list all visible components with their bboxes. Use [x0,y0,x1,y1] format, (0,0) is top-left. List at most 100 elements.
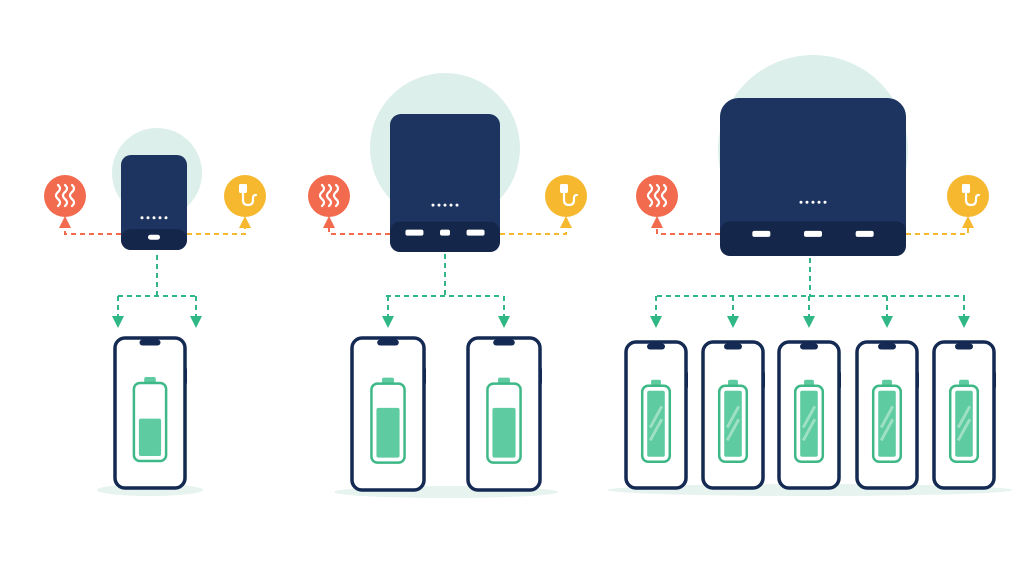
charge-indicator-dot [146,216,150,220]
charge-indicator-dot [140,216,144,220]
usb-port-1 [752,230,771,237]
usb-cable-plug-icon [947,175,989,217]
phone-notch [647,343,665,350]
usb-port-1 [405,229,424,236]
smartphone [350,336,426,492]
charging-input-line [187,216,251,235]
smartphone [113,336,187,490]
plug-head [239,184,247,193]
charge-indicator-dot [158,216,162,220]
charging-input-line [500,216,572,235]
heat-wave-1 [318,183,326,208]
battery-shine [956,405,972,442]
battery-fill [376,407,400,458]
battery-level-icon [948,379,980,463]
battery-fill [955,390,973,457]
plug-head [962,184,970,193]
phone-notch [724,343,742,350]
usb-port-2 [804,230,822,237]
smartphone [855,340,919,490]
usb-cable-plug-icon [224,175,266,217]
power-bank-body [720,98,906,256]
battery-fill [647,390,665,457]
battery-fill [800,390,818,457]
battery-shine [801,405,817,442]
charge-indicator-dot [455,203,459,207]
plug-head [560,184,568,193]
heat-waves-icon [308,175,350,217]
battery-fill [878,390,896,457]
charge-indicator-dot [805,200,809,204]
scenario-medium [308,73,587,498]
charge-indicator-dot [449,203,453,207]
heat-wave-2 [325,183,333,208]
plug-circle [545,175,587,217]
battery-level-icon [486,377,522,464]
battery-fill [492,407,516,458]
heat-wave-1 [54,183,62,208]
plug-circle [947,175,989,217]
heat-wave-3 [332,183,340,208]
charge-indicator-dot [164,216,168,220]
heat-circle [44,175,86,217]
usb-port-3 [466,229,485,236]
plug-circle [224,175,266,217]
heat-circle [308,175,350,217]
battery-level-icon [793,379,825,463]
charging-input-line [906,216,974,235]
heat-wave-3 [68,183,76,208]
smartphone [701,340,765,490]
smartphone [777,340,841,490]
battery-level-icon [370,377,406,464]
usb-port-2 [440,229,450,236]
battery-level-icon [132,377,168,463]
usb-c-port [148,234,160,240]
charge-indicator-dot [817,200,821,204]
power-bank-body [390,114,500,252]
heat-wave-2 [61,183,69,208]
phone-notch [493,339,515,346]
scenario-large [608,55,1012,496]
battery-shine [725,405,741,442]
battery-level-icon [871,379,903,463]
charge-indicator-dot [431,203,435,207]
phone-notch [955,343,973,350]
heat-wave-2 [653,183,661,208]
heat-dissipation-line [651,216,720,235]
heat-circle [636,175,678,217]
power-bank [720,98,906,256]
phone-notch [377,339,399,346]
battery-shine [879,405,895,442]
charge-indicator-dot [823,200,827,204]
battery-level-icon [717,379,749,463]
power-bank-base [720,221,906,256]
charge-indicator-dot [152,216,156,220]
phone-notch [139,339,161,346]
battery-level-icon [640,379,672,463]
heat-waves-icon [636,175,678,217]
heat-dissipation-line [59,216,121,235]
battery-fill [724,390,742,457]
phone-notch [878,343,896,350]
charge-indicator-dot [799,200,803,204]
charge-indicator-dot [437,203,441,207]
charge-indicator-dot [811,200,815,204]
power-bank [121,155,187,250]
scenario-small [44,128,266,496]
plug-cable [241,191,258,207]
usb-port-3 [855,230,874,237]
power-bank-body [121,155,187,250]
heat-wave-3 [660,183,668,208]
battery-shine [648,405,664,442]
battery-fill [138,418,162,456]
heat-wave-1 [646,183,654,208]
usb-cable-plug-icon [545,175,587,217]
plug-cable [562,191,579,207]
heat-waves-icon [44,175,86,217]
smartphone [466,336,542,492]
heat-dissipation-line [323,216,390,235]
plug-cable [964,191,981,207]
charge-indicator-dot [443,203,447,207]
